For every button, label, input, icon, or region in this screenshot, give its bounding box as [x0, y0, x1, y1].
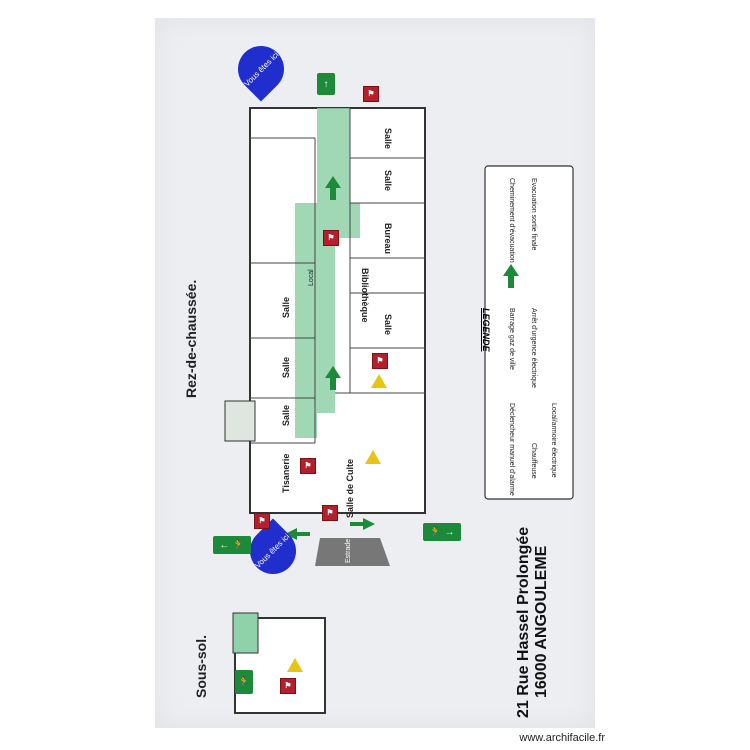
exit-sign: 🏃 →	[423, 523, 461, 541]
room-label-estrade: Estrade	[345, 538, 352, 563]
room-label-salle: Salle	[281, 296, 291, 318]
address-line1: 21 Rue Hassel Prolongée	[515, 526, 532, 718]
room-label-salle: Salle	[281, 356, 291, 378]
room-label-bureau: Bureau	[383, 223, 393, 255]
room-label-salle: Salle	[383, 128, 393, 150]
fire-alarm-icon: ⚑	[363, 86, 379, 102]
room-label-local: Local	[308, 269, 315, 286]
stairs	[224, 400, 256, 442]
exit-sign: ← 🏃	[213, 536, 251, 554]
fire-alarm-icon: ⚑	[254, 513, 270, 529]
basement-title: Sous-sol.	[193, 634, 209, 698]
estrade	[315, 538, 390, 566]
room-label-salle: Salle	[383, 314, 393, 336]
floor-plan-svg	[224, 107, 574, 714]
legend-item: Evacuation sortie finale	[530, 178, 537, 251]
evacuation-plan-sheet: Rez-de-chaussée. Sous-sol. 21 Rue Hassel…	[155, 18, 595, 728]
evacuation-corridor	[295, 108, 360, 438]
exit-sign: 🏃	[235, 670, 253, 694]
legend-box	[484, 165, 574, 500]
basement-stairs	[232, 612, 259, 654]
room-label-salle: Salle	[383, 170, 393, 192]
watermark-text: www.archifacile.fr	[519, 732, 605, 744]
legend-item: Cheminement d'évacuation	[508, 178, 515, 263]
warning-icon	[365, 450, 381, 464]
room-label-bibliotheque: Bibliothèque	[360, 268, 370, 323]
address-line2: 16000 ANGOULEME	[533, 545, 550, 698]
exit-sign: ↑	[317, 73, 335, 95]
room-label-tisanerie: Tisanerie	[281, 453, 291, 493]
fire-alarm-icon: ⚑	[372, 353, 388, 369]
room-label-salle-culte: Salle de Culte	[345, 458, 355, 518]
fire-alarm-icon: ⚑	[323, 230, 339, 246]
legend-item: Local/armoire électrique	[550, 403, 557, 478]
warning-icon	[371, 374, 387, 388]
fire-alarm-icon: ⚑	[280, 678, 296, 694]
legend-item: Barrage gaz de ville	[508, 308, 515, 370]
legend-title: LEGENDE	[481, 308, 491, 352]
legend-item: Chauffeuse	[530, 443, 537, 479]
warning-icon	[287, 658, 303, 672]
fire-alarm-icon: ⚑	[300, 458, 316, 474]
fire-alarm-icon: ⚑	[322, 505, 338, 521]
ground-floor-title: Rez-de-chaussée.	[183, 279, 199, 398]
room-label-salle: Salle	[281, 404, 291, 426]
legend-item: Déclencheur manuel d'alarme	[508, 403, 515, 496]
legend-item: Arrêt d'urgence électrique	[530, 308, 537, 388]
